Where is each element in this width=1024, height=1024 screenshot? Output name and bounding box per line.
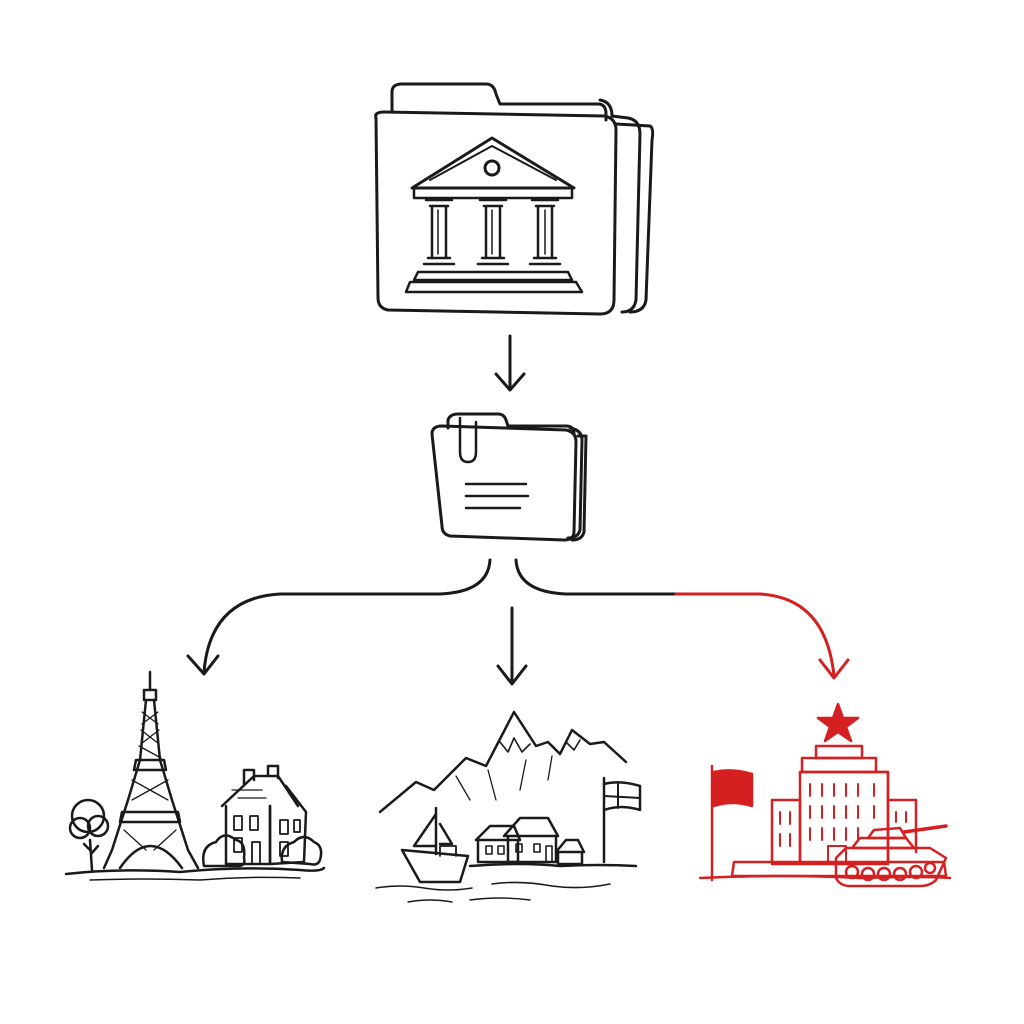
paris-scene-icon (64, 670, 326, 881)
nordic-harbor-scene-icon (375, 710, 642, 903)
arrow-source-to-document (494, 334, 526, 392)
arrow-document-to-paris (186, 558, 492, 676)
military-state-scene-icon (698, 702, 952, 888)
government-archive-folder-icon (374, 82, 655, 316)
document-folder-icon (430, 412, 588, 542)
arrow-document-to-harbor (496, 606, 528, 686)
arrow-document-to-military (514, 558, 850, 680)
